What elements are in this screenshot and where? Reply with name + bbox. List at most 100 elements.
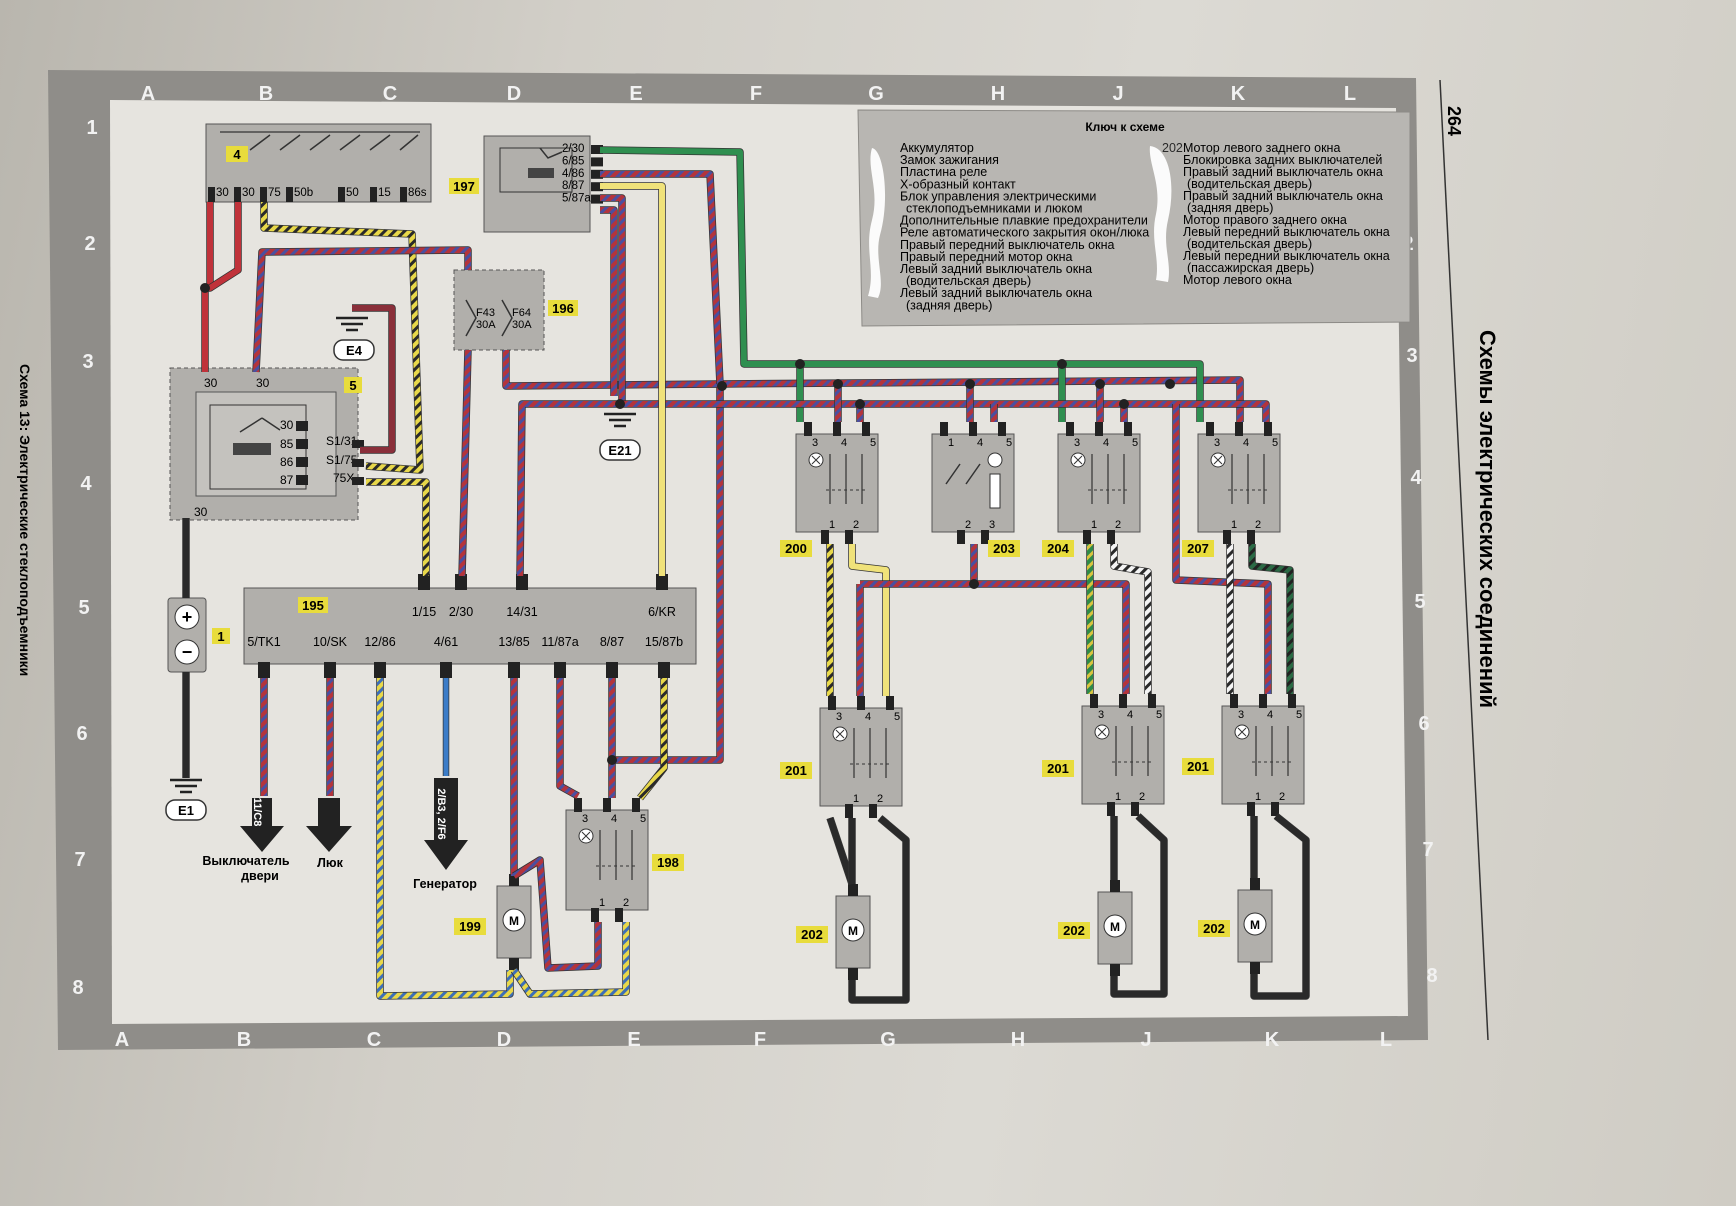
ctrl-bottom-pin-5: 11/87a xyxy=(541,635,578,649)
arrow-door-switch: 11/C8 Выключатель двери xyxy=(202,798,289,883)
wire-bus-right xyxy=(719,377,1243,422)
pin-30-b: 30 xyxy=(256,376,270,390)
grid-col-top-E: E xyxy=(629,83,642,105)
switch-201-b-pin-top-4: 4 xyxy=(1127,709,1133,721)
grid-row-left-6: 6 xyxy=(76,723,87,745)
label-4: 4 xyxy=(233,147,241,162)
grid-row-left-2: 2 xyxy=(84,233,95,255)
switch-200-label: 200 xyxy=(785,541,807,556)
wire-199-198-b xyxy=(511,922,629,997)
grid-col-top-G: G xyxy=(868,83,884,105)
junction-dot-1 xyxy=(795,359,805,369)
ctrl-bottom-pin-0: 5/TK1 xyxy=(247,635,280,649)
switch-204-pin-bot-1: 1 xyxy=(1091,519,1097,531)
switch-204-pin-top-3: 3 xyxy=(1074,437,1080,449)
arrow-sunroof: Люк xyxy=(306,798,352,870)
grid-row-left-8: 8 xyxy=(72,977,83,999)
switch-207-pin-bot-2: 2 xyxy=(1255,519,1261,531)
grid-row-left-1: 1 xyxy=(86,117,97,139)
grid-col-bottom-L: L xyxy=(1380,1029,1392,1051)
junction-dot-12 xyxy=(615,399,625,409)
key-left-11: (водительская дверь) xyxy=(906,274,1031,288)
page-number: 264 xyxy=(1444,106,1464,136)
grid-col-bottom-K: K xyxy=(1265,1029,1280,1051)
motor-199-label: 199 xyxy=(459,919,481,934)
fuse-f64: F64 xyxy=(512,307,531,319)
redaction-mark-left xyxy=(868,148,886,298)
pin-75x: 75X xyxy=(333,471,354,485)
battery-1: + − 1 xyxy=(167,597,230,673)
wire-ign75-relay xyxy=(261,202,423,473)
switch-207-pin-bot-1: 1 xyxy=(1231,519,1237,531)
grid-col-bottom-A: A xyxy=(115,1029,129,1051)
key-right-6: Мотор правого заднего окна xyxy=(1183,213,1347,227)
ctrl-top-pin-3: 6/KR xyxy=(648,605,676,619)
ground-e4: E4 xyxy=(333,316,375,361)
ground-e21: E21 xyxy=(599,412,641,461)
grid-col-bottom-D: D xyxy=(497,1029,511,1051)
junction-dot-11 xyxy=(607,755,617,765)
key-right-number: 202 xyxy=(1162,141,1183,155)
gen-pin-label: 2/B3, 2/F6 xyxy=(435,788,447,839)
fuse-f43: F43 xyxy=(476,307,495,319)
key-right-2: Правый задний выключатель окна xyxy=(1183,165,1383,179)
grid-col-bottom-F: F xyxy=(754,1029,766,1051)
relay-197: 197 2/306/854/868/875/87a xyxy=(449,135,603,233)
label-1: 1 xyxy=(217,629,224,644)
door-label-2: двери xyxy=(241,869,279,883)
grid-row-left-5: 5 xyxy=(78,597,89,619)
pin-r5-85: 85 xyxy=(280,437,294,451)
junction-dot-7 xyxy=(1165,379,1175,389)
grid-col-bottom-G: G xyxy=(880,1029,896,1051)
schema-title: Схема 13: Электрические стеклоподъемники xyxy=(17,364,33,676)
arrow-generator: 2/B3, 2/F6 Генератор xyxy=(413,778,477,891)
r197-pin-0: 2/30 xyxy=(562,143,584,155)
switch-200-pin-top-3: 3 xyxy=(812,437,818,449)
grid-col-bottom-C: C xyxy=(367,1029,381,1051)
battery-plus: + xyxy=(182,607,193,627)
junction-dot-6 xyxy=(1095,379,1105,389)
switch-201-b-pin-bot-1: 1 xyxy=(1115,791,1121,803)
switch-198-pin-top-5: 5 xyxy=(640,813,646,825)
wire-207-bus xyxy=(1173,404,1271,694)
junction-dot-3 xyxy=(717,381,727,391)
grid-col-bottom-B: B xyxy=(237,1029,251,1051)
junction-dot-5 xyxy=(965,379,975,389)
switch-200-pin-top-4: 4 xyxy=(841,437,847,449)
wire-ctrl-1286 xyxy=(377,678,513,999)
key-right-3: (водительская дверь) xyxy=(1187,177,1312,191)
r197-pin-1: 6/85 xyxy=(562,155,584,167)
section-title: Схемы электрических соединений xyxy=(1475,330,1500,708)
key-left-4: Блок управления электрическими xyxy=(900,189,1096,203)
pin-s1-75: S1/75 xyxy=(326,453,358,467)
key-left-8: Правый передний выключатель окна xyxy=(900,238,1114,252)
key-right-0: Мотор левого заднего окна xyxy=(1183,141,1340,155)
switch-200-pin-bot-2: 2 xyxy=(853,519,859,531)
wire-fuse-ctrl230 xyxy=(459,349,471,577)
grid-col-top-F: F xyxy=(750,83,762,105)
ground-e4-label: E4 xyxy=(346,343,363,358)
wire-r197-to-e21 xyxy=(600,195,625,404)
redaction-mark-right xyxy=(1149,146,1172,282)
wire-r197-686 xyxy=(600,171,723,385)
switch-198-label: 198 xyxy=(657,855,679,870)
grid-row-right-5: 5 xyxy=(1414,591,1425,613)
wire-207-201c-b xyxy=(1249,544,1293,694)
switch-201-a-pin-top-5: 5 xyxy=(894,711,900,723)
pin-30-bottom: 30 xyxy=(194,505,208,519)
switch-204-pin-top-5: 5 xyxy=(1132,437,1138,449)
ctrl-top-pin-0: 1/15 xyxy=(412,605,436,619)
key-left-12: Левый задний выключатель окна xyxy=(900,286,1092,300)
switch-203-lock-label: 203 xyxy=(993,541,1015,556)
junction-dot-9 xyxy=(1119,399,1129,409)
wire-201b-202b xyxy=(1111,813,1167,997)
ign-pin-30: 30 xyxy=(216,187,229,199)
junction-dot-10 xyxy=(969,579,979,589)
